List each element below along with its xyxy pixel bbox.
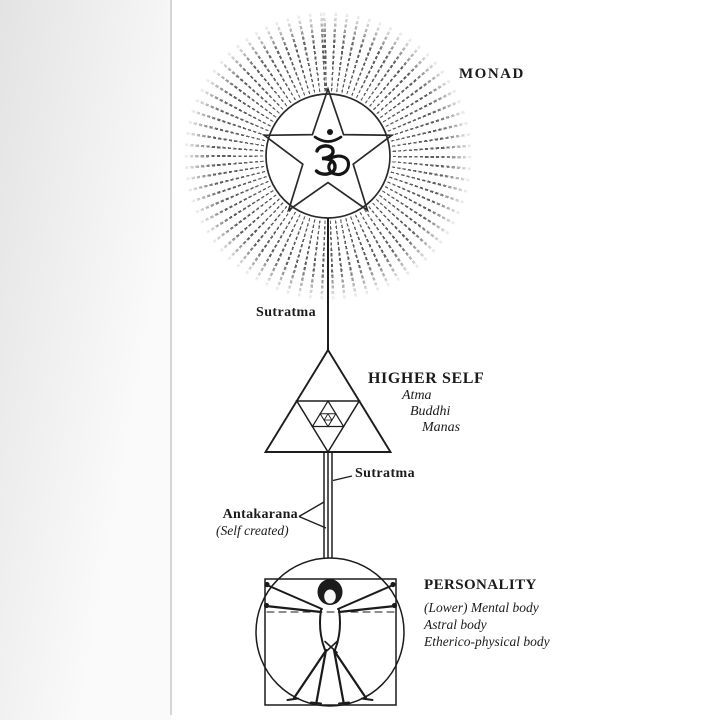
vitruvian-figure	[263, 579, 398, 705]
pentagram-star	[261, 86, 395, 213]
antakarana-note: (Self created)	[216, 523, 289, 538]
antakarana-pointer	[298, 501, 327, 529]
antakarana-label: Antakarana	[222, 507, 298, 522]
page-edge-line	[170, 0, 172, 715]
monad-group	[261, 86, 395, 219]
personality-label: PERSONALITY	[424, 577, 537, 593]
monad-label: MONAD	[459, 66, 525, 82]
sutratma-lower-label: Sutratma	[355, 466, 415, 481]
higher-self-body-buddhi: Buddhi	[410, 404, 451, 419]
personality-body-mental: (Lower) Mental body	[424, 600, 539, 615]
vitruvian-circle	[255, 557, 405, 707]
vitruvian-square	[264, 578, 397, 706]
personality-body-astral: Astral body	[424, 617, 487, 632]
sutratma-lower-pointer	[332, 475, 353, 482]
om-icon	[313, 129, 351, 177]
sutratma-upper-label: Sutratma	[256, 305, 316, 320]
higher-self-label: HIGHER SELF	[368, 370, 485, 387]
higher-self-body-atma: Atma	[402, 388, 432, 403]
sutratma-antakarana-lines	[323, 452, 333, 558]
page-left-shading	[0, 0, 171, 720]
higher-self-triangle	[263, 348, 393, 454]
vitruvian-man-group	[255, 557, 405, 707]
personality-body-etheric: Etherico-physical body	[424, 634, 550, 649]
higher-self-body-manas: Manas	[422, 420, 461, 435]
